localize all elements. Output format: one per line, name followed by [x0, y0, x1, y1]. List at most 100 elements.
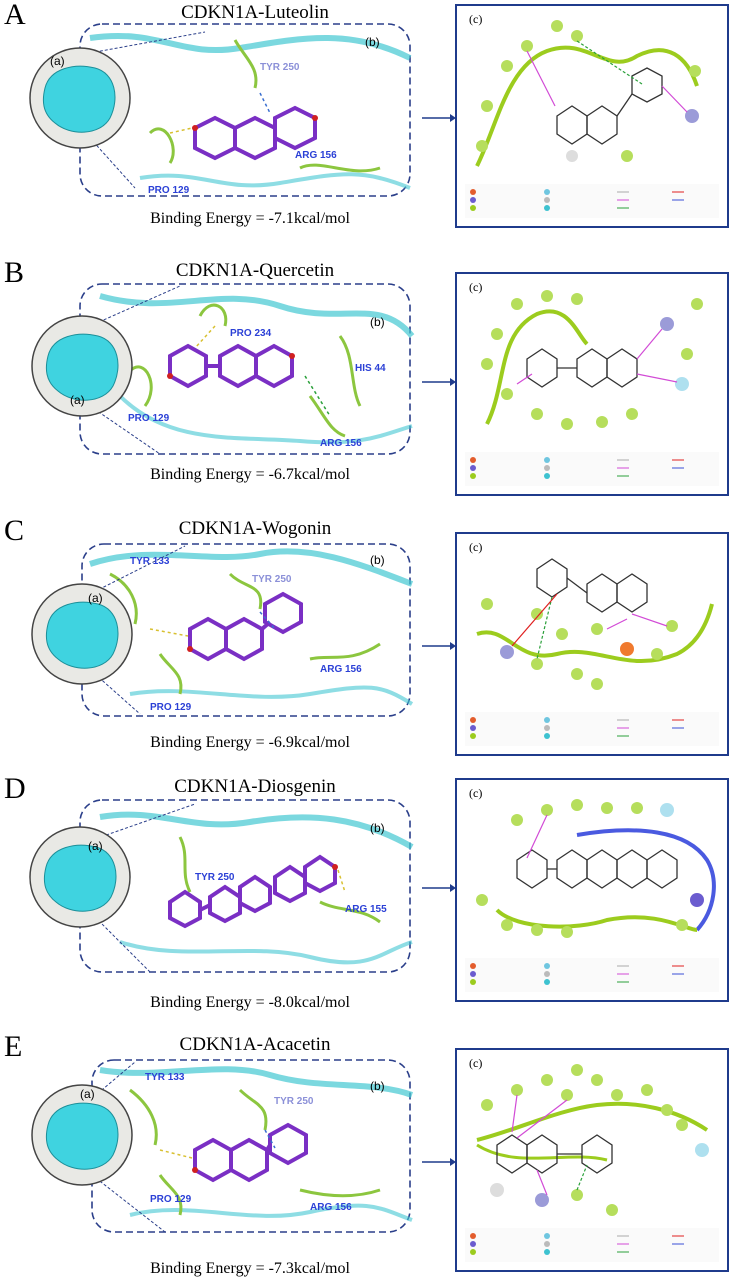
panel-letter: E: [4, 1030, 23, 1063]
residue-stick: [299, 1188, 381, 1198]
panel-title: CDKN1A-Wogonin: [178, 518, 332, 539]
hbond-arrow: [526, 814, 548, 859]
residue-stick: [158, 653, 183, 695]
residue-stick: [228, 572, 263, 610]
legend-area: [465, 184, 719, 218]
residue-stick: [299, 163, 381, 173]
solvent-exposure: [566, 150, 578, 162]
residue-label: TYR 250: [195, 872, 235, 883]
arrow-right: [422, 642, 456, 650]
zoom-line: [89, 285, 181, 327]
pi-stack-line: [536, 596, 553, 660]
residue-stick: [198, 303, 228, 327]
interaction-2d: [465, 1064, 719, 1262]
residue-label: TYR 250: [252, 574, 292, 585]
residue-nodes: [476, 20, 701, 162]
docking-scene: PRO 234 HIS 44 PRO 129 ARG 156 (b) (a): [31, 283, 415, 455]
residue-stick: [128, 365, 153, 407]
protein-ribbon: [99, 811, 414, 850]
arrow-right: [422, 884, 456, 892]
solvent-exposure: [490, 1183, 504, 1197]
protein-ribbon: [99, 1066, 414, 1098]
ligand-molecule: [187, 591, 303, 662]
zoom-line: [89, 545, 186, 595]
protein-ribbon: [139, 172, 411, 190]
panel-e: E CDKN1A-Acacetin TYR 133 TYR 250 PRO 12…: [0, 1032, 733, 1282]
legend-area: [465, 452, 719, 486]
arrow-right: [422, 114, 456, 122]
pocket-curve: [476, 603, 714, 664]
binding-energy: Binding Energy = -6.9kcal/mol: [150, 734, 350, 751]
hbond-line: [259, 92, 271, 114]
arrow-right: [422, 378, 456, 386]
residue-nodes: [481, 1064, 709, 1216]
zoom-line: [89, 137, 136, 189]
residue-label: ARG 156: [310, 1202, 352, 1213]
interaction-diagram: (c): [455, 272, 729, 496]
residue-nodes: [476, 799, 704, 938]
ligand-2d: [536, 558, 648, 613]
box-label: (b): [370, 1079, 385, 1093]
protein-surface: [42, 65, 116, 133]
residue-nodes: [481, 290, 703, 430]
legend-swatches: [470, 717, 684, 739]
interaction-2d: [465, 558, 719, 746]
hbond-arrow: [636, 328, 663, 360]
residue-label: TYR 250: [274, 1096, 314, 1107]
panel-b: B CDKN1A-Quercetin PRO 234 HIS 44 PRO 12…: [0, 258, 733, 508]
docking-scene: TYR 133 TYR 250 PRO 129 ARG 156 (b) (a): [31, 1059, 414, 1233]
docking-scene: TYR 133 TYR 250 ARG 156 PRO 129 (b) (a): [31, 543, 414, 717]
residue-label: TYR 133: [145, 1072, 185, 1083]
diagram-label: (c): [469, 280, 483, 294]
residue-stick: [158, 1174, 183, 1216]
residue-stick: [109, 572, 138, 625]
interaction-diagram: (c): [455, 532, 729, 756]
ligand-2d: [526, 348, 638, 388]
protein-surface: [45, 333, 119, 401]
protein-ribbon: [129, 1203, 413, 1222]
residue-label: ARG 156: [320, 664, 362, 675]
docking-scene: TYR 250 ARG 155 (b) (a): [29, 799, 414, 973]
residue-stick: [308, 395, 346, 438]
legend-swatches: [470, 457, 684, 479]
legend-area: [465, 712, 719, 746]
ligand-2d: [556, 67, 663, 145]
protein-ribbon: [119, 940, 413, 965]
ligand-molecule: [192, 105, 318, 161]
interaction-diagram: (c): [455, 4, 729, 228]
inset-label: (a): [88, 839, 103, 853]
pocket-curve-blue: [576, 828, 716, 932]
zoom-line: [89, 405, 161, 455]
hbond-arrow: [516, 373, 533, 385]
pi-stack-line: [576, 1164, 588, 1191]
residue-label: ARG 156: [320, 438, 362, 449]
panel-title: CDKN1A-Quercetin: [175, 260, 335, 281]
residue-label: PRO 129: [128, 413, 170, 424]
panel-letter: B: [4, 256, 25, 289]
diagram-label: (c): [469, 12, 483, 26]
panel-letter: C: [4, 514, 25, 547]
binding-energy: Binding Energy = -8.0kcal/mol: [150, 994, 350, 1011]
protein-surface: [43, 844, 117, 912]
inset-label: (a): [88, 591, 103, 605]
diagram-label: (c): [469, 540, 483, 554]
zoom-line: [89, 31, 206, 54]
residue-stick: [309, 642, 381, 661]
legend-swatches: [470, 963, 684, 985]
panel-a: A CDKN1A-Luteolin TYR 250 ARG 156 PRO 12…: [0, 0, 733, 250]
hbond-arrow: [631, 613, 668, 627]
interaction-2d: [465, 20, 719, 218]
hbond-line: [259, 611, 276, 630]
hbond-arrow: [526, 50, 556, 107]
pi-cation-line: [511, 593, 558, 647]
box-label: (b): [365, 35, 380, 49]
protein-ribbon: [99, 293, 415, 338]
zoom-line: [94, 916, 151, 973]
protein-surface: [45, 1102, 119, 1170]
box-label: (b): [370, 553, 385, 567]
interaction-2d: [465, 799, 719, 992]
inset-label: (a): [50, 54, 65, 68]
residue-label: PRO 234: [230, 328, 272, 339]
panel-title: CDKN1A-Luteolin: [181, 2, 329, 23]
residue-label: PRO 129: [150, 702, 192, 713]
